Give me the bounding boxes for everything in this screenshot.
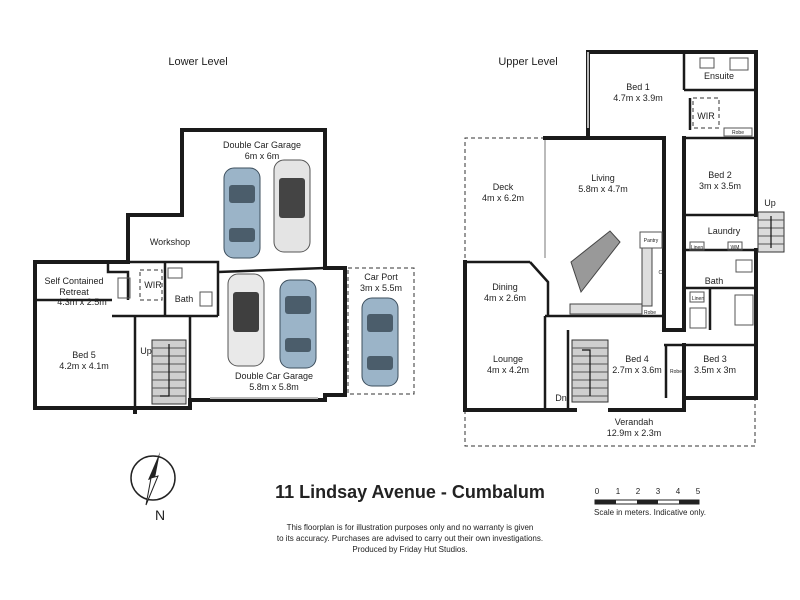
scale-tick: 0	[595, 487, 600, 496]
garage1-name: Double Car Garage	[223, 140, 301, 150]
disclaimer-line-3: Produced by Friday Hut Studios.	[352, 545, 467, 554]
lounge-dim: 4m x 4.2m	[487, 365, 529, 375]
bed2-name: Bed 2	[708, 170, 732, 180]
bed2-dim: 3m x 3.5m	[699, 181, 741, 191]
garage2-name: Double Car Garage	[235, 371, 313, 381]
upper-level-label: Upper Level	[498, 56, 557, 68]
scale-tick: 1	[616, 487, 621, 496]
bed1-dim: 4.7m x 3.9m	[613, 93, 663, 103]
external-stairs	[757, 211, 785, 253]
dn-label: Dn	[555, 393, 567, 403]
bed5-name: Bed 5	[72, 350, 96, 360]
upper-wir-label: WIR	[697, 111, 715, 121]
car-icon	[273, 159, 311, 253]
robe1-label: Robe	[732, 130, 744, 136]
car-icon	[227, 273, 265, 367]
dining-name: Dining	[492, 282, 518, 292]
linen-label: Linen	[691, 245, 703, 251]
pantry-label: Pantry	[644, 238, 659, 244]
verandah-dim: 12.9m x 2.3m	[607, 428, 662, 438]
bed4-name: Bed 4	[625, 354, 649, 364]
lower-stairs	[151, 339, 187, 405]
ck-label: CK	[659, 270, 667, 276]
deck-dim: 4m x 6.2m	[482, 193, 524, 203]
lower-bath-label: Bath	[175, 294, 194, 304]
garage2-dim: 5.8m x 5.8m	[249, 382, 299, 392]
disclaimer-line-1: This floorplan is for illustration purpo…	[287, 523, 534, 532]
scale-tick: 2	[636, 487, 641, 496]
disclaimer-line-2: to its accuracy. Purchases are advised t…	[277, 534, 543, 543]
robe2-label: Robe	[644, 310, 656, 316]
living-dim: 5.8m x 4.7m	[578, 184, 628, 194]
bed4-dim: 2.7m x 3.6m	[612, 365, 662, 375]
retreat-name1: Self Contained	[44, 276, 103, 286]
compass-icon	[130, 452, 176, 506]
ensuite-label: Ensuite	[704, 71, 734, 81]
car-icon	[361, 297, 399, 387]
compass-north-label: N	[155, 507, 165, 523]
scale-tick: 4	[676, 487, 681, 496]
bed3-name: Bed 3	[703, 354, 727, 364]
laundry-label: Laundry	[708, 226, 741, 236]
lower-up-label: Up	[140, 346, 152, 356]
bed1-name: Bed 1	[626, 82, 650, 92]
linen2-label: Linen	[692, 296, 704, 302]
page-title: 11 Lindsay Avenue - Cumbalum	[275, 482, 545, 502]
bed5-dim: 4.2m x 4.1m	[59, 361, 109, 371]
car-icon	[223, 167, 261, 259]
scale-caption: Scale in meters. Indicative only.	[594, 508, 706, 517]
lower-level-label: Lower Level	[168, 56, 227, 68]
scale-tick: 5	[696, 487, 701, 496]
retreat-dim: 4.3m x 2.5m	[57, 297, 107, 307]
lower-wir-label: WIR	[144, 280, 162, 290]
carport-dim: 3m x 5.5m	[360, 283, 402, 293]
robe3-label: Robe	[670, 369, 682, 375]
living-name: Living	[591, 173, 615, 183]
bed3-dim: 3.5m x 3m	[694, 365, 736, 375]
wm-label: WM	[731, 245, 740, 251]
upper-up-label: Up	[764, 198, 776, 208]
verandah-name: Verandah	[615, 417, 654, 427]
upper-stairs	[571, 339, 609, 403]
scale-tick: 3	[656, 487, 661, 496]
deck-name: Deck	[493, 182, 514, 192]
upper-level-plan	[463, 50, 785, 447]
carport-name: Car Port	[364, 272, 398, 282]
garage1-dim: 6m x 6m	[245, 151, 280, 161]
dining-dim: 4m x 2.6m	[484, 293, 526, 303]
lower-level-plan	[33, 128, 415, 414]
scale-bar	[594, 499, 700, 505]
car-icon	[279, 279, 317, 369]
upper-bath-label: Bath	[705, 276, 724, 286]
retreat-name2: Retreat	[59, 287, 89, 297]
lounge-name: Lounge	[493, 354, 523, 364]
workshop-label: Workshop	[150, 237, 190, 247]
